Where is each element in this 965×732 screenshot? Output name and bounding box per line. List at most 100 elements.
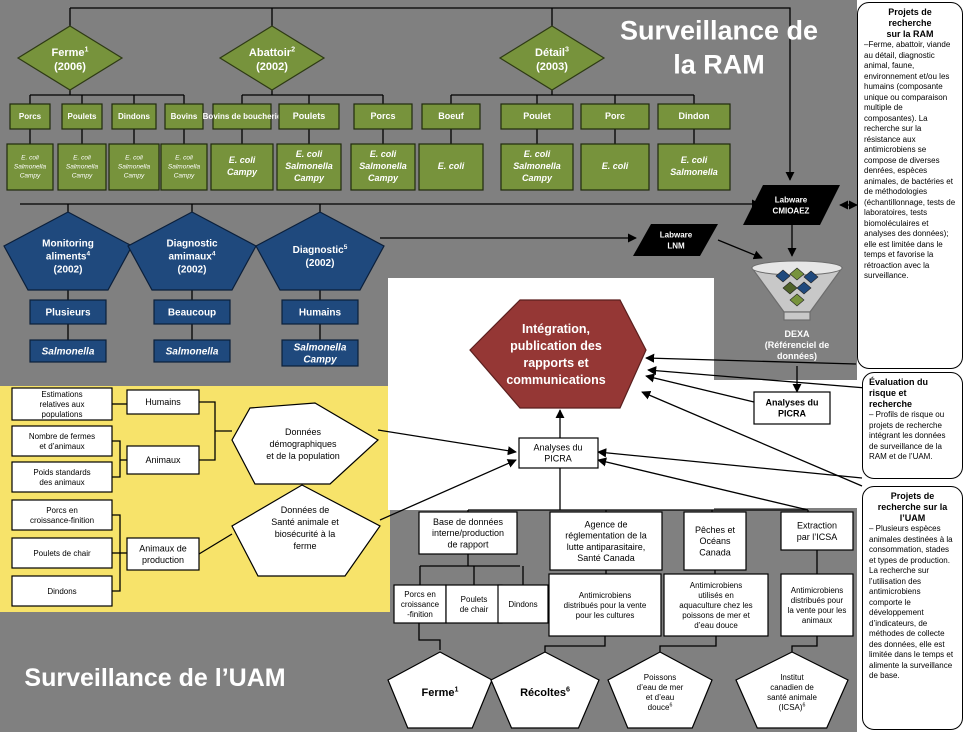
source-pentagon-label: Récoltes6 [520, 685, 570, 698]
blue-pentagon-label-superscript: 4 [212, 251, 216, 258]
blue-organism-label-text: Salmonella [294, 343, 347, 354]
sector-name-text: Abattoir [249, 47, 292, 59]
sector-year: (2006) [54, 61, 86, 73]
organism-box [6, 143, 54, 191]
farm-count-label-2: et d’animaux [39, 442, 84, 451]
agency-sub-2-label-text: poissons de mer et [682, 611, 750, 620]
species-label: Poulet [523, 111, 551, 121]
uam-research-title-3: l’UAM [899, 513, 926, 523]
blue-pentagon [3, 211, 133, 291]
blue-pentagon-label-1: Monitoring [42, 239, 94, 250]
organism-label-text: Salmonella [118, 163, 151, 170]
internal-database-box [418, 511, 518, 555]
agency-sub-2-label-text: aquaculture chez les [679, 601, 752, 610]
analyses-picra-uam-box [518, 437, 599, 469]
blue-count-label-text: Plusieurs [45, 308, 90, 319]
blue-pentagon-label-text: (2002) [306, 258, 335, 269]
internal-database-label-text: interne/production [432, 528, 504, 538]
dexa-data-token [803, 270, 819, 284]
uam-research-to-integration [641, 391, 863, 487]
dexa-label-text: (Référenciel de [765, 340, 830, 350]
organism-label-1: E. coli [73, 154, 91, 161]
organism-label: E. coli [438, 161, 465, 171]
production-animals-label-1: Animaux de [139, 544, 187, 554]
animal-weights-label-text: Poids standards [33, 468, 90, 477]
ram-title-1: Surveillance de [620, 15, 818, 45]
source-pentagon-label-text: (ICSA) [779, 703, 803, 712]
ram-title-2: la RAM [673, 49, 765, 79]
species-label-text: Porc [605, 111, 625, 121]
organism-label-text: Campy [522, 173, 553, 183]
agency-sub-3-label-text: animaux [802, 616, 832, 625]
species-box [9, 103, 51, 130]
organism-label-text: E. coli [21, 154, 39, 161]
blue-organism-label-text: Salmonella [42, 347, 95, 358]
agency-sub-3-label-1: Antimicrobiens [791, 586, 843, 595]
source-pentagon-label-superscript: 6 [566, 685, 570, 693]
agency-sub-2-label-5: d’eau douce [694, 621, 738, 630]
blue-pentagon [255, 211, 385, 291]
labware-cmioaez-label-text: Labware [775, 195, 808, 204]
agency-1-label-text: réglementation de la [565, 531, 647, 541]
agency-sub-3-label-3: la vente pour les [788, 606, 847, 615]
dexa-label-2: (Référenciel de [765, 340, 830, 350]
blue-count-label-text: Humains [299, 308, 342, 319]
source-pentagon-label-superscript: 6 [669, 703, 672, 709]
demographic-data-label-3: et de la population [266, 451, 340, 461]
uam-title: Surveillance de l’UAM [24, 664, 285, 692]
animal-health-label-3: biosécurité à la [275, 529, 336, 539]
labware-lnm-label-text: Labware [660, 230, 693, 239]
source-pentagon-4 [735, 651, 849, 729]
blue-pentagon-label-3: (2002) [54, 265, 83, 276]
source-pentagon-label-text: d’eau de mer [637, 683, 684, 692]
agency-1-label-1: Agence de [584, 519, 627, 529]
analyses-uam-to-icsa [597, 457, 809, 511]
base-sub-2-label-text: de chair [460, 605, 489, 614]
source-pentagon-label-text: Récoltes [520, 687, 566, 699]
agency-sub-3-label-text: Antimicrobiens [791, 586, 843, 595]
species-box [657, 103, 731, 130]
dexa-data-token [775, 269, 791, 283]
sector-name: Abattoir2 [249, 45, 295, 58]
production-animals-label-text: Animaux de [139, 544, 187, 554]
organism-label-text: E. coli [370, 149, 397, 159]
base-sub-3-label: Dindons [508, 600, 537, 609]
organism-label-text: Campy [20, 172, 41, 179]
agency-sub-1-label-1: Antimicrobiens [579, 591, 631, 600]
risk-body: – Profils de risque ou projets de recher… [869, 410, 946, 461]
production-animals-label-text: production [142, 555, 184, 565]
analyses-picra-ram-label-2: PICRA [778, 409, 807, 419]
agency-2-label-2: Océans [699, 536, 731, 546]
internal-database-label-1: Base de données [433, 517, 504, 527]
agency-sub-3-label-4: animaux [802, 616, 832, 625]
agency-sub-3-label-text: distribués pour [791, 596, 844, 605]
organism-label-2: Salmonella [285, 161, 333, 171]
integration-label-2: publication des [510, 339, 602, 353]
labware-lnm [633, 224, 718, 256]
source-pentagon-label: Ferme1 [421, 685, 458, 698]
demographic-data-label-text: démographiques [269, 439, 337, 449]
population-estimates-label-1: Estimations [41, 390, 82, 399]
organism-label-text: Campy [124, 172, 145, 179]
blue-organism-label: Salmonella [42, 347, 95, 358]
labware-lnm-to-dexa [717, 239, 763, 260]
agency-sub-1-label-text: pour les cultures [576, 611, 635, 620]
agency-1-label-3: lutte antiparasitaire, [567, 542, 646, 552]
sector-name-superscript: 1 [85, 45, 89, 53]
turkeys-box [11, 575, 113, 607]
uam-bottom-gray [0, 612, 390, 732]
species-box [353, 103, 413, 130]
blue-count-box [29, 299, 107, 325]
organism-label-text: E. coli [438, 161, 465, 171]
source-pentagon-label-2: canadien de [770, 683, 814, 692]
agency-sub-1-label-text: Antimicrobiens [579, 591, 631, 600]
internal-database-label-3: de rapport [447, 539, 489, 549]
organism-box [57, 143, 107, 191]
pigs-finishing-label-text: croissance-finition [30, 516, 94, 525]
organism-label-2: Salmonella [118, 163, 151, 170]
organism-label-3: Campy [72, 172, 93, 179]
agency-3-label-text: par l’ICSA [797, 532, 838, 542]
animal-weights-label-text: des animaux [39, 478, 84, 487]
labware-lnm-label-1: Labware [660, 230, 693, 239]
